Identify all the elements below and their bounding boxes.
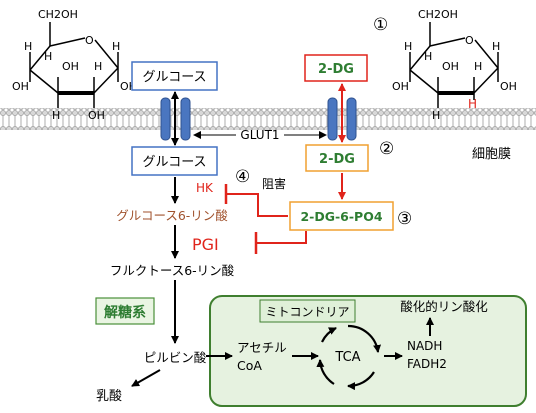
h-label: H (44, 50, 52, 63)
2dg-6-po4-box (289, 201, 394, 231)
mitochondria-box (209, 295, 527, 407)
step-4-marker: ④ (235, 167, 250, 187)
glucose-structure-left (29, 22, 119, 108)
h-label: H (432, 109, 440, 122)
tca-cycle (316, 324, 382, 391)
h-label: H (404, 40, 412, 53)
cell-membrane-label: 細胞膜 (472, 147, 511, 162)
glut1-transporter-left (160, 97, 191, 141)
mitochondria-label: ミトコンドリア (265, 305, 349, 319)
h-label: H (424, 50, 432, 63)
pgi-enzyme-label: PGI (192, 235, 219, 254)
h-label: H (112, 40, 120, 53)
2dg-inside-label: 2-DG (319, 152, 355, 167)
g6p-label: グルコース6-リン酸 (116, 208, 228, 223)
h-label: H (52, 109, 60, 122)
h-label: H (94, 60, 102, 73)
2dg-outside-label: 2-DG (318, 62, 354, 77)
oxphos-label: 酸化的リン酸化 (400, 299, 488, 314)
inhibition-label: 阻害 (262, 176, 286, 191)
glycolysis-box (95, 297, 155, 325)
inhibition-line-hk (226, 193, 288, 217)
glucose-inside-box (131, 146, 218, 176)
ring-oxygen-left: O (85, 34, 94, 47)
step-3-marker: ③ (397, 209, 412, 229)
f6p-label: フルクトース6-リン酸 (110, 263, 235, 278)
inhibition-line-pgi (256, 231, 307, 244)
oh-label: OH (392, 80, 409, 93)
2dg-outside-box (304, 54, 368, 82)
lactate-label: 乳酸 (96, 389, 122, 404)
oh-label: OH (442, 60, 459, 73)
tca-label: TCA (334, 350, 360, 365)
glucose-outside-box (131, 61, 218, 91)
oh-label: OH (12, 80, 29, 93)
deoxy-h-label: H (468, 97, 477, 111)
lactate-arrow (131, 369, 161, 387)
2dg-structure-right (409, 22, 499, 108)
cell-membrane (0, 108, 536, 130)
nadh-label: NADH (407, 339, 442, 353)
oh-label: OH (88, 109, 105, 122)
step-2-marker: ② (379, 139, 394, 159)
hk-enzyme-label: HK (196, 181, 214, 195)
glut1-label: GLUT1 (240, 128, 279, 142)
2dg-inside-box (305, 144, 369, 172)
h-label: H (24, 40, 32, 53)
h-label: H (474, 60, 482, 73)
oh-label: OH (500, 80, 517, 93)
fadh2-label: FADH2 (407, 357, 447, 371)
glucose-inside-label: グルコース (142, 155, 206, 170)
step-1-marker: ① (373, 15, 388, 35)
glut1-transporter-right (327, 97, 357, 141)
acetyl-coa-line1: アセチル (237, 340, 287, 355)
acetyl-coa-line2: CoA (237, 358, 262, 373)
ch2oh-label-left: CH2OH (38, 8, 78, 21)
pyruvate-label: ピルビン酸 (144, 350, 207, 365)
h-label: H (492, 40, 500, 53)
mitochondria-title-box (259, 299, 356, 323)
glycolysis-label: 解糖系 (104, 304, 146, 321)
glucose-outside-label: グルコース (142, 70, 206, 85)
ring-oxygen-right: O (465, 34, 474, 47)
2dg-6-po4-label: 2-DG-6-PO4 (300, 209, 382, 224)
ch2oh-label-right: CH2OH (418, 8, 458, 21)
oh-label: OH (62, 60, 79, 73)
